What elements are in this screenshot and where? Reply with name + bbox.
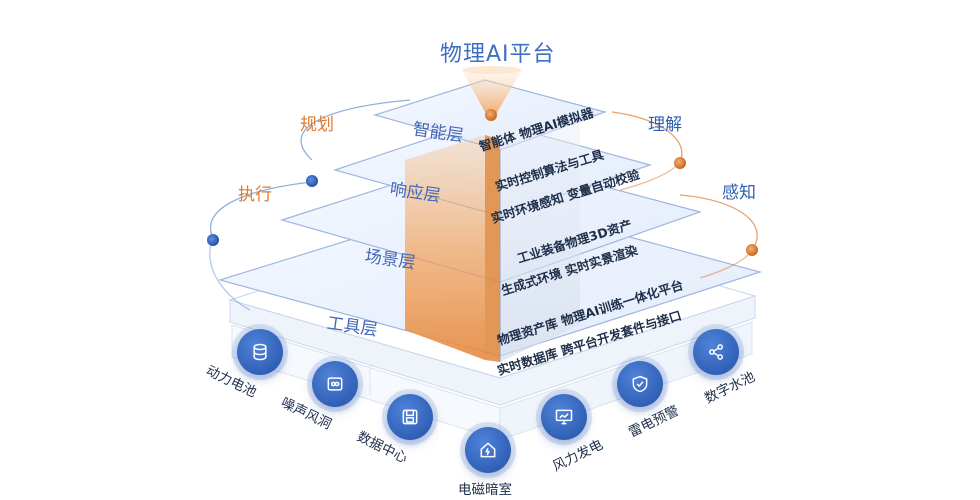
platform-title: 物理AI平台 [440, 42, 556, 67]
vr-icon [327, 377, 343, 391]
app-label-anechoic: 电磁暗室 [458, 482, 512, 498]
database-icon [253, 343, 267, 361]
central-beam [405, 118, 580, 362]
home-lightning-icon [480, 442, 496, 458]
understanding-dot [674, 157, 686, 169]
app-node-digital-pool[interactable] [693, 329, 739, 375]
app-node-anechoic[interactable] [465, 427, 511, 473]
presentation-chart-icon [555, 409, 573, 425]
execution-node-dot [306, 175, 318, 187]
orbit-arcs [209, 99, 758, 311]
app-node-wind-power[interactable] [541, 394, 587, 440]
perception-label: 感知 [722, 183, 756, 203]
planning-label: 规划 [300, 115, 334, 135]
app-node-wind-tunnel[interactable] [312, 361, 358, 407]
understanding-label: 理解 [648, 115, 682, 135]
execution-orbit-dot [207, 234, 219, 246]
app-node-data-center[interactable] [387, 394, 433, 440]
share-icon [709, 344, 723, 360]
app-node-lightning-alert[interactable] [617, 361, 663, 407]
top-cone [462, 66, 522, 121]
shield-check-icon [632, 375, 648, 393]
floppy-disk-icon [402, 409, 418, 425]
perception-dot [746, 244, 758, 256]
app-node-battery[interactable] [237, 329, 283, 375]
execution-label: 执行 [238, 185, 272, 205]
